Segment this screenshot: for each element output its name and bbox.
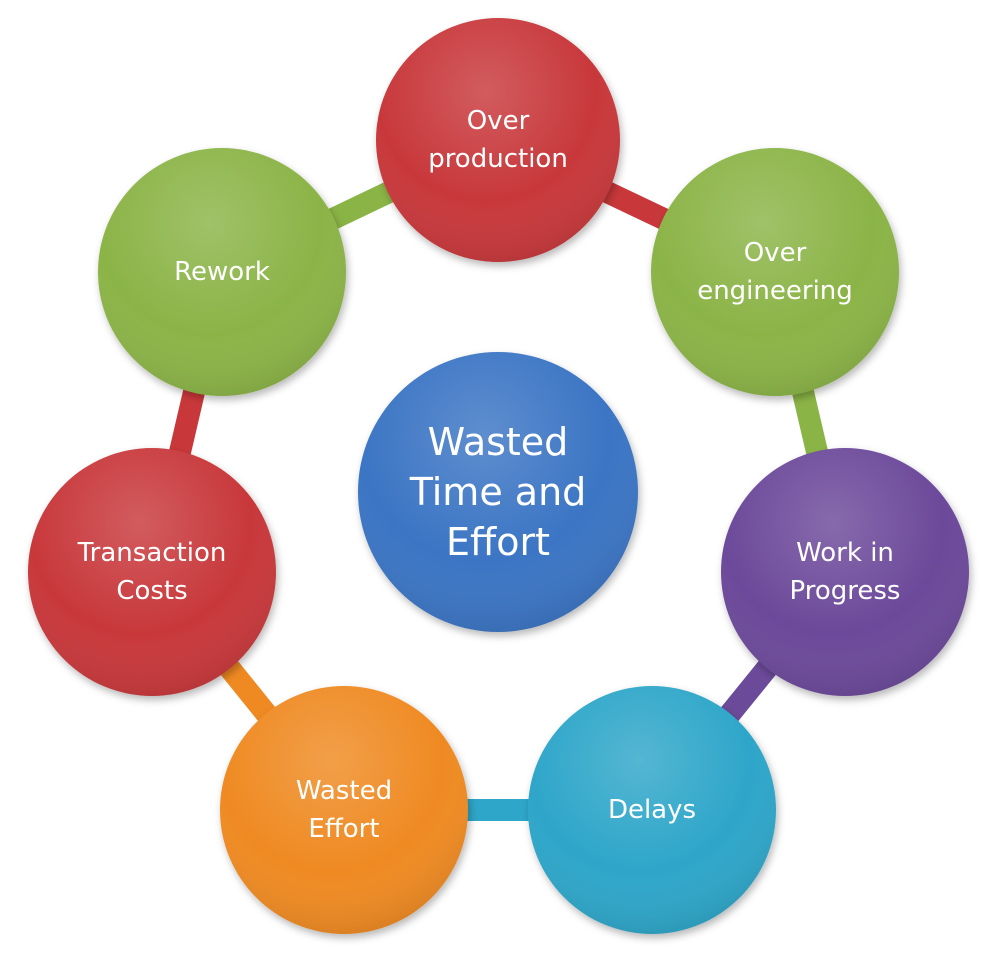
node-delays-label: Delays xyxy=(608,795,696,825)
node-over-engineering: Over engineering xyxy=(651,148,899,396)
center-wasted-time-effort-gloss xyxy=(358,352,638,632)
node-transaction-costs-label: Costs xyxy=(116,576,187,606)
node-over-engineering-label: engineering xyxy=(697,276,853,306)
center-wasted-time-effort-label: Time and xyxy=(409,470,587,514)
node-delays: Delays xyxy=(528,686,776,934)
node-over-production-gloss xyxy=(376,18,620,262)
center-wasted-time-effort-label: Effort xyxy=(446,520,550,564)
node-work-in-progress: Work in Progress xyxy=(721,448,969,696)
node-work-in-progress-gloss xyxy=(721,448,969,696)
node-rework-gloss xyxy=(98,148,346,396)
node-wasted-effort-label: Wasted xyxy=(296,776,392,806)
node-over-production-label: production xyxy=(428,144,568,174)
node-transaction-costs-label: Transaction xyxy=(77,538,227,568)
node-wasted-effort-label: Effort xyxy=(308,814,379,844)
node-over-engineering-label: Over xyxy=(744,238,807,268)
node-rework-label: Rework xyxy=(174,257,270,287)
node-delays-gloss xyxy=(528,686,776,934)
node-over-production: Over production xyxy=(376,18,620,262)
node-over-engineering-gloss xyxy=(651,148,899,396)
center-wasted-time-effort-label: Wasted xyxy=(428,420,569,464)
node-over-production-label: Over xyxy=(467,106,530,136)
node-rework: Rework xyxy=(98,148,346,396)
node-work-in-progress-label: Work in xyxy=(796,538,894,568)
node-wasted-effort-gloss xyxy=(220,686,468,934)
node-transaction-costs-gloss xyxy=(28,448,276,696)
node-work-in-progress-label: Progress xyxy=(790,576,901,606)
